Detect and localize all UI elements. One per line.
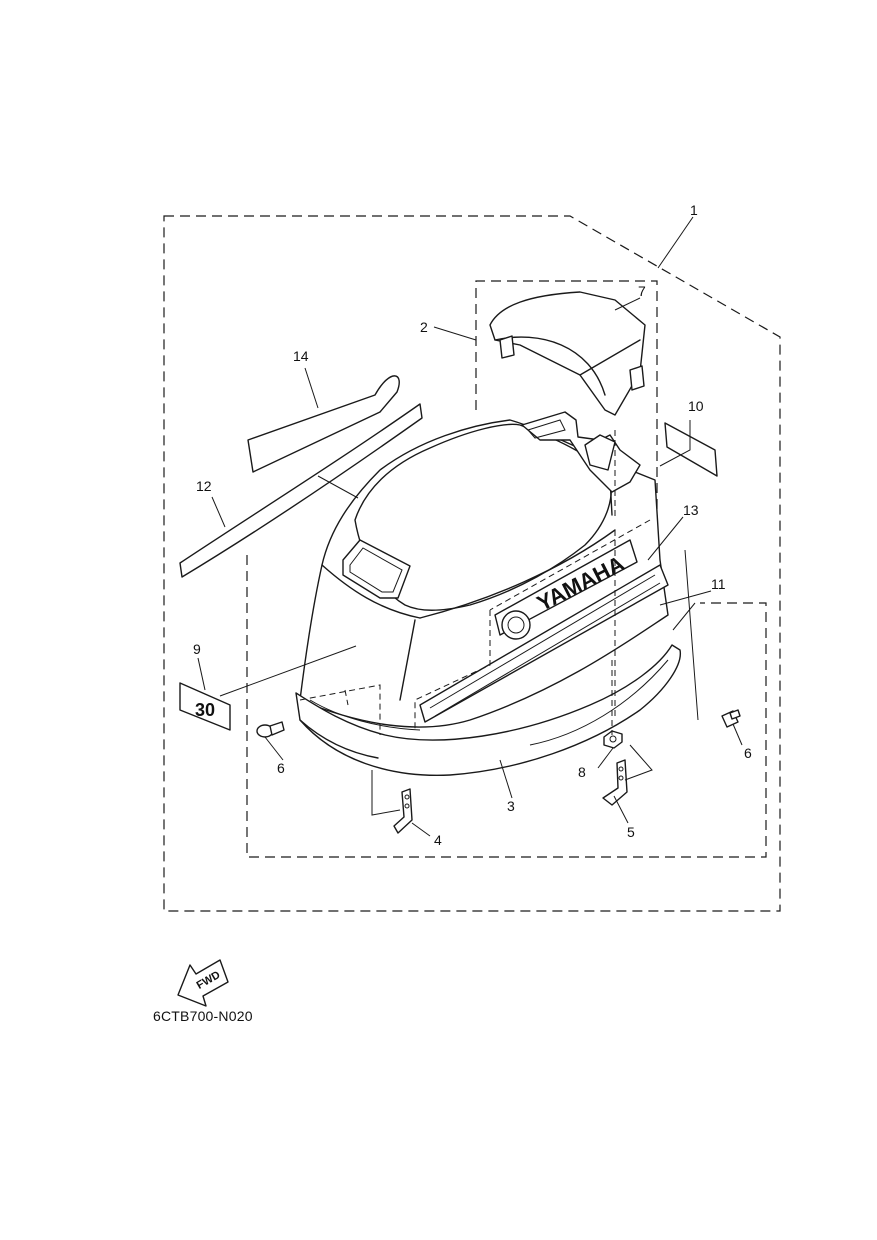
assembly-boundary-inner — [246, 555, 767, 858]
callout-6-left: 6 — [277, 760, 285, 776]
model-badge: 30 — [179, 682, 231, 731]
callout-12: 12 — [196, 478, 212, 494]
tuning-fork-logo — [501, 610, 531, 640]
model-badge-text: 30 — [195, 700, 215, 720]
forward-direction-arrow: FWD — [177, 959, 229, 1007]
label-part-10 — [664, 422, 718, 477]
bracket-part-5 — [602, 759, 628, 806]
callout-7: 7 — [638, 283, 646, 299]
top-cap — [489, 291, 646, 416]
diagram-code: 6CTB700-N020 — [153, 1008, 253, 1024]
side-stripe-decal — [419, 564, 669, 723]
callout-5: 5 — [627, 824, 635, 840]
callout-labels: 1 2 3 4 5 6 6 7 8 9 10 11 12 13 14 — [193, 202, 752, 848]
bottom-rim — [295, 644, 681, 777]
nut-part-8 — [603, 730, 623, 749]
callout-3: 3 — [507, 798, 515, 814]
callout-8: 8 — [578, 764, 586, 780]
alignment-lines — [299, 430, 651, 735]
callout-14: 14 — [293, 348, 309, 364]
callout-9: 9 — [193, 641, 201, 657]
bolt-left — [256, 721, 285, 738]
callout-2: 2 — [420, 319, 428, 335]
assembly-boundary-cap — [475, 280, 658, 560]
callout-11: 11 — [711, 576, 726, 592]
callout-10: 10 — [688, 398, 704, 414]
bolt-right — [721, 709, 741, 728]
callout-4: 4 — [434, 832, 442, 848]
stripe-part-12 — [179, 403, 423, 578]
callout-13: 13 — [683, 502, 699, 518]
leader-lines — [197, 216, 743, 837]
decal-part-14 — [247, 375, 400, 473]
callout-1: 1 — [690, 202, 698, 218]
bracket-part-4 — [393, 788, 413, 834]
callout-6-right: 6 — [744, 745, 752, 761]
assembly-boundary-outer — [163, 215, 781, 912]
